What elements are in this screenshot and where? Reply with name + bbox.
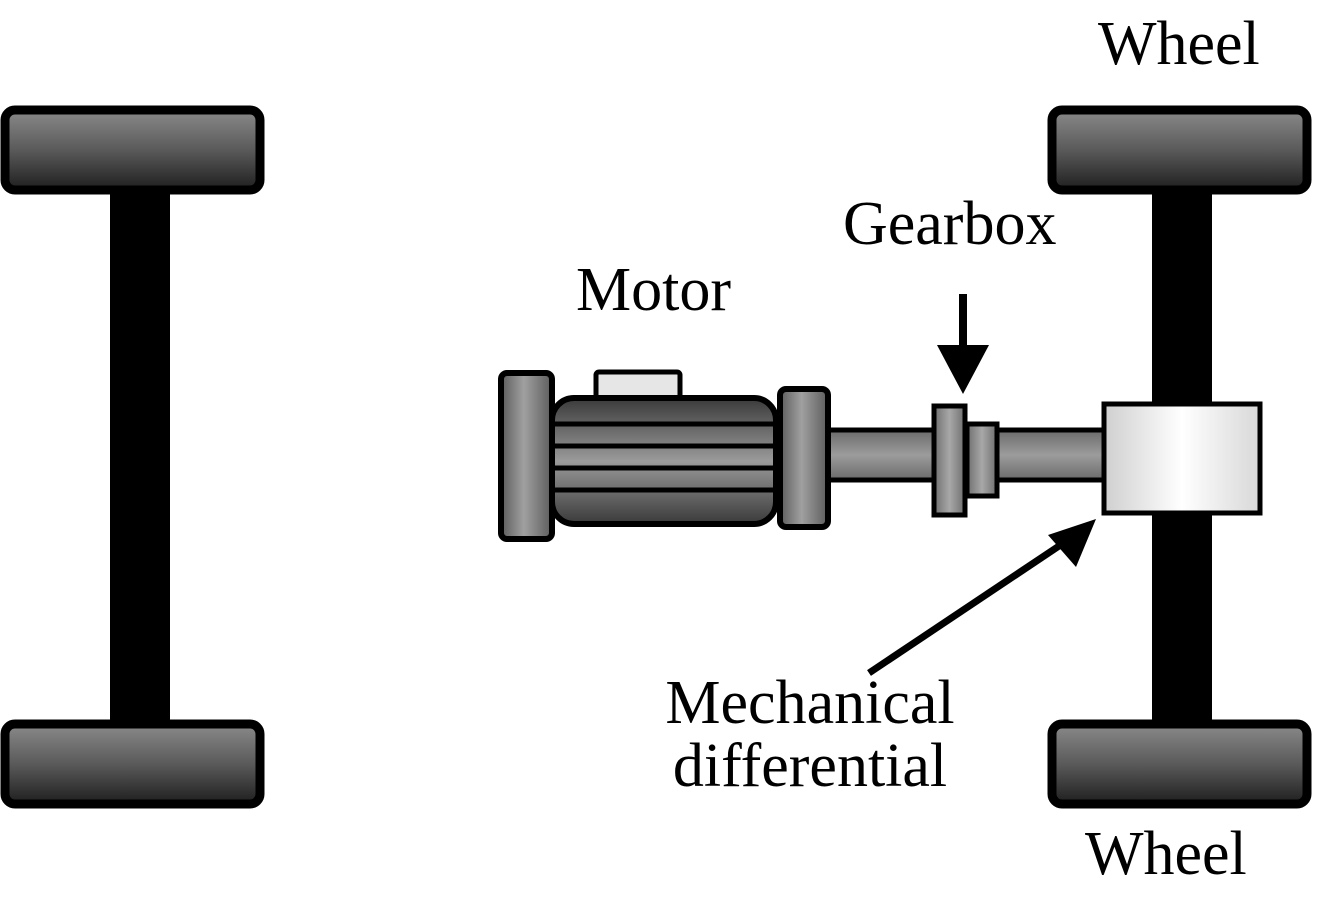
differential-label-line1: Mechanical: [665, 669, 955, 737]
right-top-wheel: [1047, 105, 1312, 195]
motor: [498, 369, 831, 542]
motor-body: [549, 395, 779, 527]
differential-arrow: [867, 519, 1096, 676]
differential-label-line2: differential: [672, 732, 948, 801]
left-top-wheel: [0, 105, 265, 195]
left-axle: [110, 160, 170, 760]
gearbox-large-gear: [931, 403, 968, 518]
motor-label: Motor: [576, 256, 731, 324]
gearbox-label: Gearbox: [843, 190, 1057, 258]
wheel-bottom-label: Wheel: [1085, 820, 1247, 888]
motor-output-shaft: [825, 427, 937, 483]
motor-front-flange: [777, 386, 831, 530]
differential-label: Mechanical differential: [640, 669, 980, 801]
gearbox-small-gear: [964, 421, 1000, 499]
left-axle-assembly: [0, 105, 265, 809]
gearbox-arrow: [937, 294, 989, 394]
gearbox: [931, 403, 1000, 518]
mechanical-differential: [1101, 401, 1263, 516]
right-axle-assembly: [1047, 105, 1312, 809]
differential-input-shaft: [993, 427, 1107, 483]
left-bottom-wheel: [0, 719, 265, 809]
motor-rear-flange: [498, 370, 555, 542]
right-bottom-wheel: [1047, 719, 1312, 809]
wheel-top-label: Wheel: [1098, 10, 1260, 78]
